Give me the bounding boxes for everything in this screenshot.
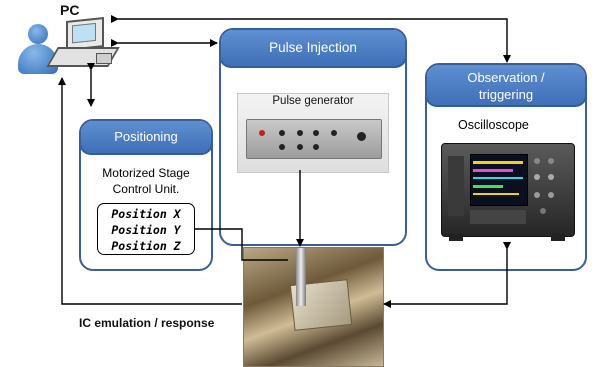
pulse-injection-title: Pulse Injection	[221, 30, 405, 68]
position-z: Position Z	[111, 239, 181, 253]
position-x: Position X	[111, 207, 181, 221]
observation-title: Observation / triggering	[427, 65, 585, 107]
position-y: Position Y	[111, 223, 181, 237]
stage-caption-line2: Control Unit.	[112, 182, 180, 196]
stage-caption-line1: Motorized Stage	[102, 166, 190, 180]
positioning-title: Positioning	[81, 121, 211, 155]
pc-label: PC	[60, 2, 80, 18]
observation-title-line2: triggering	[478, 87, 534, 102]
ic-emulation-label: IC emulation / response	[79, 316, 215, 330]
pulse-generator-label: Pulse generator	[272, 95, 354, 107]
oscilloscope-image	[441, 143, 575, 243]
observation-title-line1: Observation /	[467, 70, 545, 85]
pc-icon	[46, 17, 120, 67]
oscilloscope-label: Oscilloscope	[458, 118, 529, 132]
ic-chip-image	[243, 247, 384, 367]
pulse-generator-image: Pulse generator	[237, 93, 389, 173]
position-readout: Position X Position Y Position Z	[97, 203, 195, 255]
motorized-stage-caption: Motorized Stage Control Unit.	[82, 165, 210, 197]
